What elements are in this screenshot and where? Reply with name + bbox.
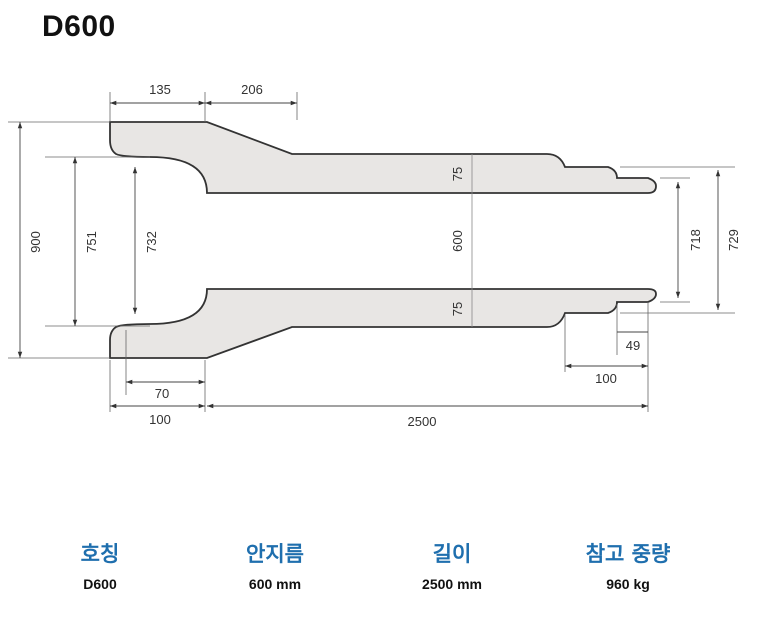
pipe-cross-section-drawing: 135 206 900 751 732 600 75 75 718 729 70…	[8, 82, 741, 429]
dim-49: 49	[626, 338, 640, 353]
dim-729: 729	[726, 229, 741, 251]
dim-100-tip: 100	[595, 371, 617, 386]
dim-70: 70	[155, 386, 169, 401]
spec-nominal-label: 호칭	[80, 542, 120, 566]
dim-206: 206	[241, 82, 263, 97]
spec-inner-diameter-value: 600 mm	[248, 576, 302, 592]
diagram-title: D600	[42, 10, 116, 43]
dim-135: 135	[149, 82, 171, 97]
dim-75-lower: 75	[450, 302, 465, 316]
spec-weight-label: 참고 중량	[585, 542, 671, 566]
lower-wall	[109, 288, 657, 359]
spec-nominal: 호칭 D600	[15, 540, 185, 592]
spec-inner-diameter: 안지름 600 mm	[190, 540, 360, 592]
dim-900: 900	[28, 231, 43, 253]
spec-weight-value: 960 kg	[606, 576, 650, 592]
dim-718: 718	[688, 229, 703, 251]
spec-weight: 참고 중량 960 kg	[543, 540, 713, 592]
spec-length-label: 길이	[432, 542, 472, 566]
dim-600: 600	[450, 230, 465, 252]
dim-732: 732	[144, 231, 159, 253]
upper-wall	[109, 121, 657, 194]
spec-length-value: 2500 mm	[422, 576, 482, 592]
dim-751: 751	[84, 231, 99, 253]
dim-2500: 2500	[408, 414, 437, 429]
dim-75-upper: 75	[450, 167, 465, 181]
spec-inner-diameter-label: 안지름	[246, 542, 304, 566]
spec-nominal-value: D600	[83, 576, 117, 592]
dim-100-left: 100	[149, 412, 171, 427]
spec-length: 길이 2500 mm	[367, 540, 537, 592]
